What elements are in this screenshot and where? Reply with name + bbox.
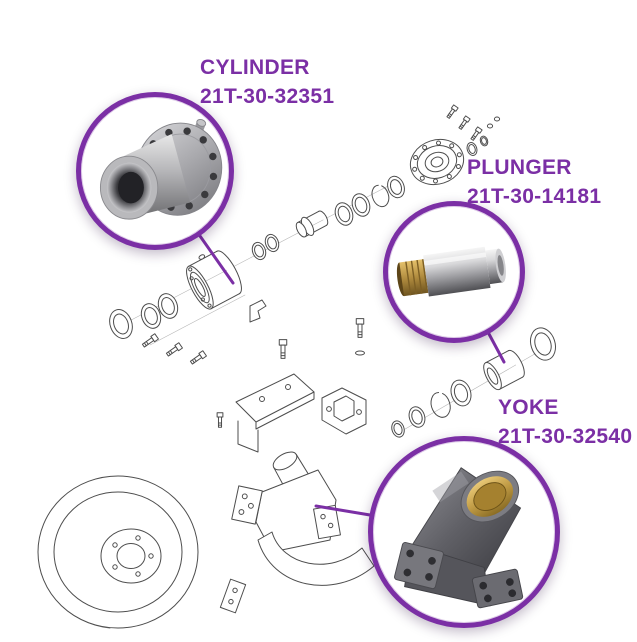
bolts-left-drawing — [141, 333, 207, 366]
yoke-leader-line — [314, 504, 372, 517]
plunger-part-number: 21T-30-14181 — [467, 184, 602, 208]
cylinder-bore-center — [118, 171, 144, 204]
yoke-bore — [460, 470, 520, 523]
plunger-callout-circle — [383, 201, 525, 343]
seal-ring-chain-drawing — [249, 173, 408, 262]
yoke-label: YOKE 21T-30-32540 — [498, 394, 632, 452]
right-cluster-drawing — [389, 323, 561, 440]
flange-hub-drawing — [409, 138, 465, 186]
yoke-highlight — [432, 471, 469, 503]
mount-plate-drawing — [235, 373, 315, 453]
yoke-part-drawing — [219, 451, 375, 614]
cylinder-label: CYLINDER 21T-30-32351 — [200, 54, 334, 112]
cylinder-label-name: CYLINDER — [200, 56, 310, 79]
cylinder-part-drawing — [186, 250, 242, 310]
plunger-photo — [396, 246, 506, 297]
idler-wheel-drawing — [37, 475, 199, 629]
plunger-leader-line — [487, 332, 506, 364]
yoke-right-flange — [471, 568, 524, 609]
cylinder-photo — [99, 119, 223, 220]
plunger-label: PLUNGER 21T-30-14181 — [467, 154, 601, 212]
yoke-photo — [394, 467, 524, 609]
plunger-part-drawing — [483, 349, 525, 391]
leader-lines — [198, 234, 506, 517]
yoke-callout-circle — [368, 436, 560, 628]
cylinder-leader-line — [198, 234, 235, 285]
center-bolts-drawing — [216, 299, 365, 428]
u-bracket-drawing — [321, 387, 367, 435]
screws-top-right-drawing — [445, 104, 501, 142]
cylinder-part-number: 21T-30-32351 — [200, 84, 335, 108]
cylinder-callout-circle — [76, 92, 234, 250]
yoke-part-number: 21T-30-32540 — [498, 424, 633, 448]
piston-valve-drawing — [295, 210, 329, 238]
plunger-label-name: PLUNGER — [467, 156, 572, 179]
rings-left-drawing — [105, 290, 182, 343]
yoke-left-flange — [394, 541, 444, 590]
yoke-label-name: YOKE — [498, 396, 559, 419]
